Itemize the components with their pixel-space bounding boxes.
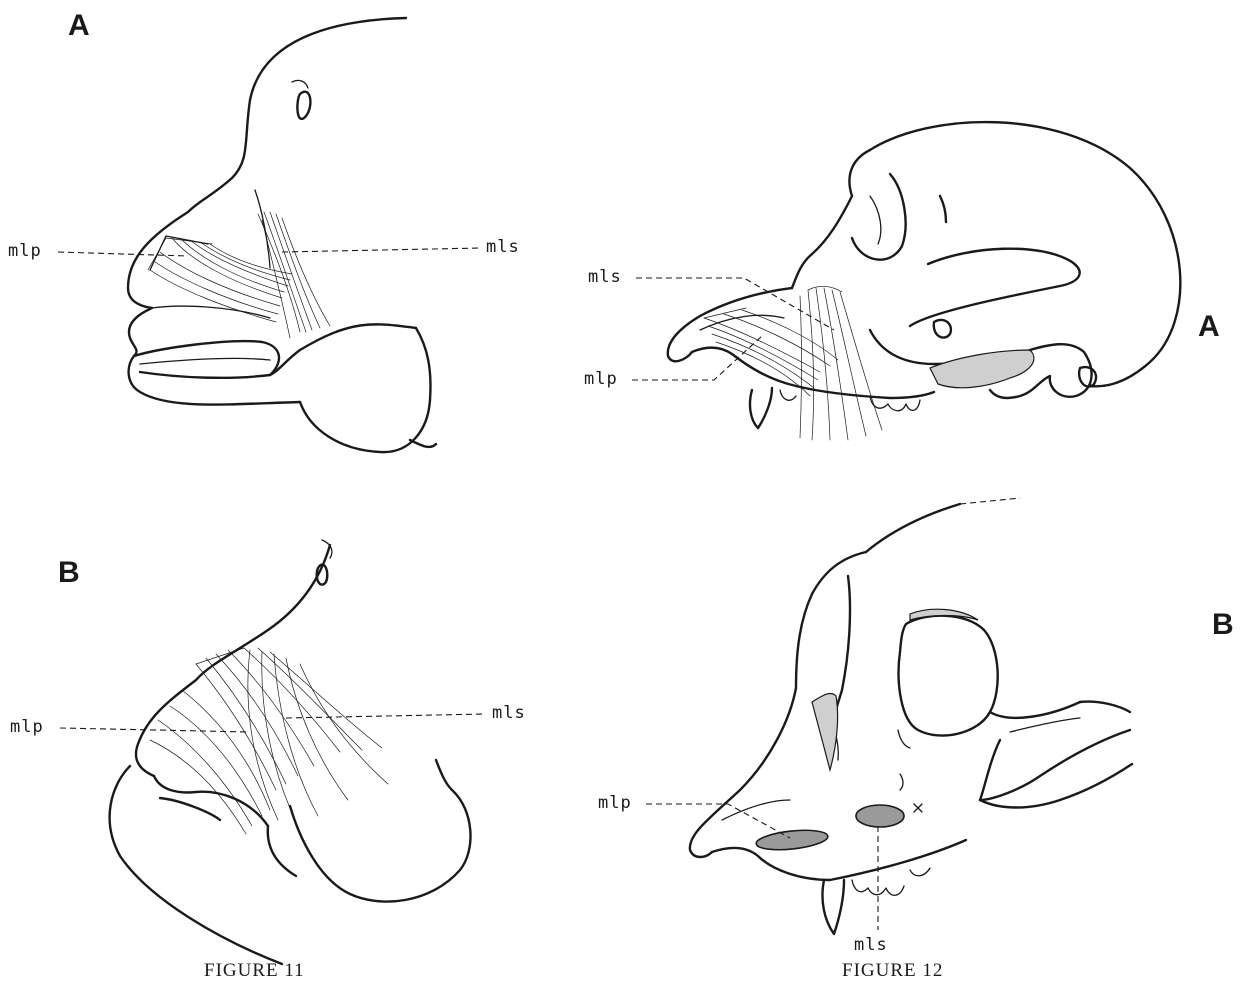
figure-11b-label-mls: mls (492, 703, 526, 723)
figure-11b-annotations: B mlp mls (10, 556, 526, 737)
figure-12-caption: FIGURE 12 (842, 960, 943, 981)
figure-12b-panel-letter: B (1212, 608, 1234, 641)
figure-12b-annotations: B mlp mls (598, 608, 1234, 955)
figure-12a-leader-mlp (632, 336, 762, 380)
figure-11-caption: FIGURE 11 (204, 960, 305, 981)
figure-11b-panel-letter: B (58, 556, 80, 589)
figure-11a-leader-mls (282, 248, 482, 252)
figure-12a-drawing (668, 122, 1181, 440)
figure-11b-leader-mls (286, 714, 486, 718)
figure-12b-mlp-attachment (755, 827, 828, 852)
figure-11a-label-mls: mls (486, 237, 520, 257)
figure-11a-leader-mlp (58, 252, 188, 256)
figure-11a-panel-letter: A (68, 9, 90, 42)
figure-11a-label-mlp: mlp (8, 241, 42, 261)
figure-12a-leader-mls (636, 278, 834, 330)
figure-12b-mls-attachment (856, 805, 904, 827)
figure-11b-label-mlp: mlp (10, 717, 44, 737)
figure-11b-drawing (110, 540, 471, 964)
figure-12a-annotations: A mls mlp (584, 267, 1220, 389)
figure-12a-label-mls: mls (588, 267, 622, 287)
figure-12b-drawing (690, 498, 1132, 934)
figure-11a-drawing (128, 18, 436, 452)
figure-12a-label-mlp: mlp (584, 369, 618, 389)
figure-12b-label-mls: mls (854, 935, 888, 955)
figure-12b-label-mlp: mlp (598, 793, 632, 813)
figure-12a-panel-letter: A (1198, 310, 1220, 343)
